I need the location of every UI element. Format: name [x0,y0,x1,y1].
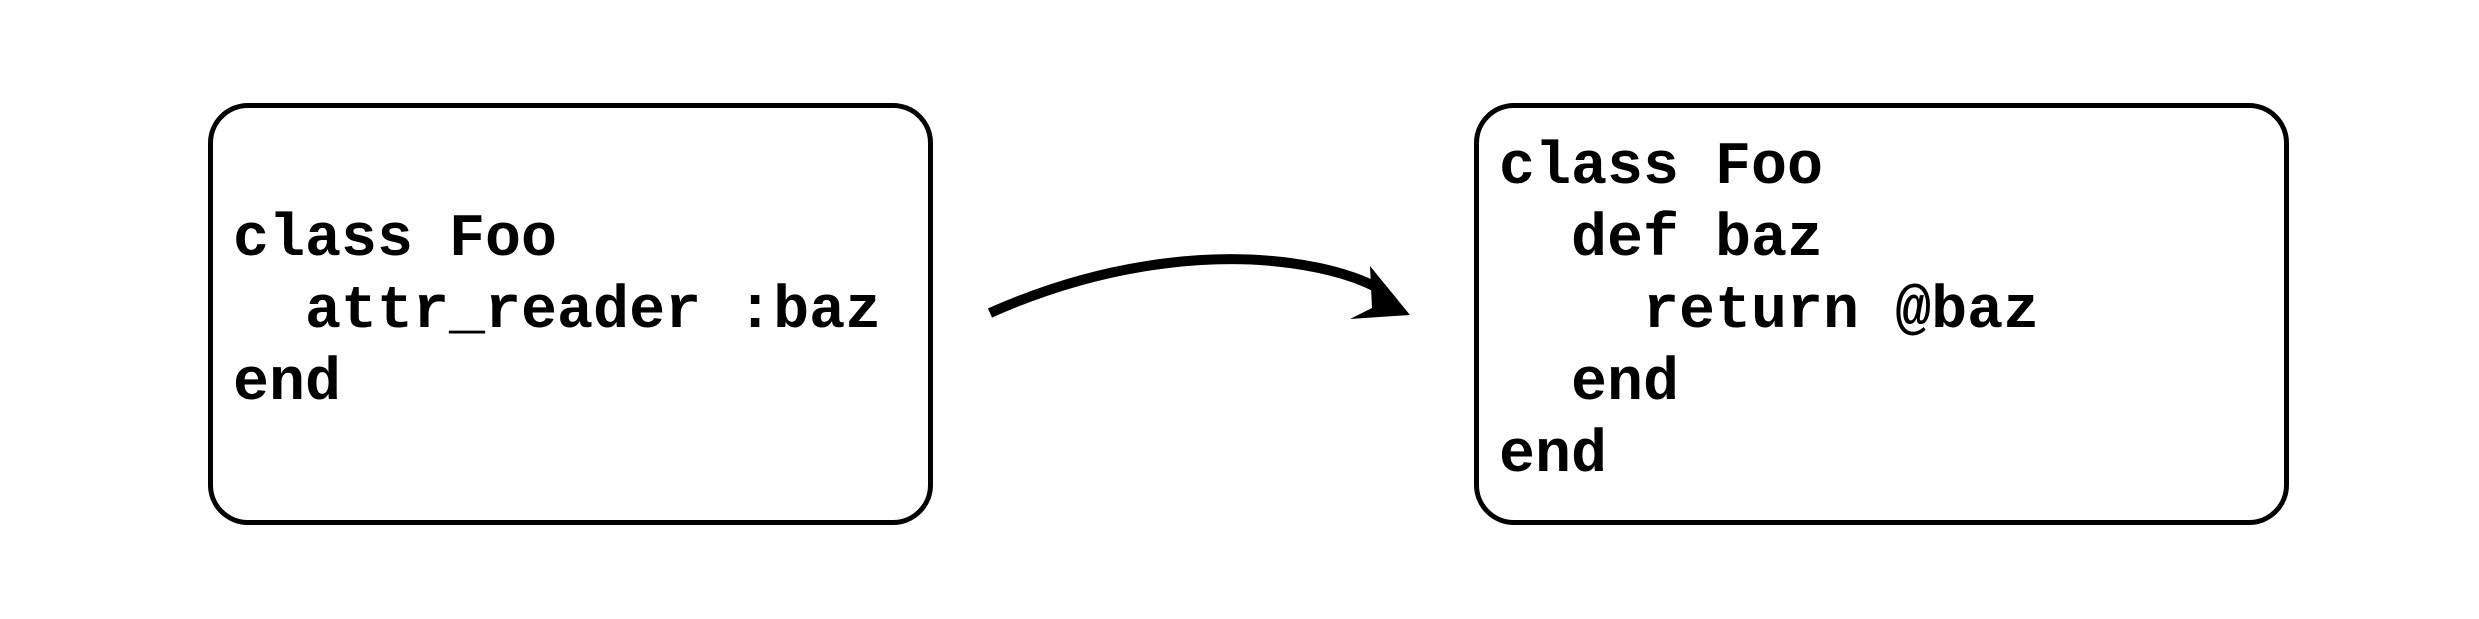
result-code-line: end [1499,422,1608,490]
source-code-line: class Foo [233,206,558,274]
arrow-head [1350,266,1410,319]
result-code-line: end [1499,350,1680,418]
arrow-curve [987,254,1388,318]
source-code-line: attr_reader :baz [233,278,882,346]
result-code-line: return @baz [1499,278,2040,346]
source-code-line: end [233,350,342,418]
result-code-line: def baz [1499,206,1824,274]
result-code-line: class Foo [1499,134,1824,202]
